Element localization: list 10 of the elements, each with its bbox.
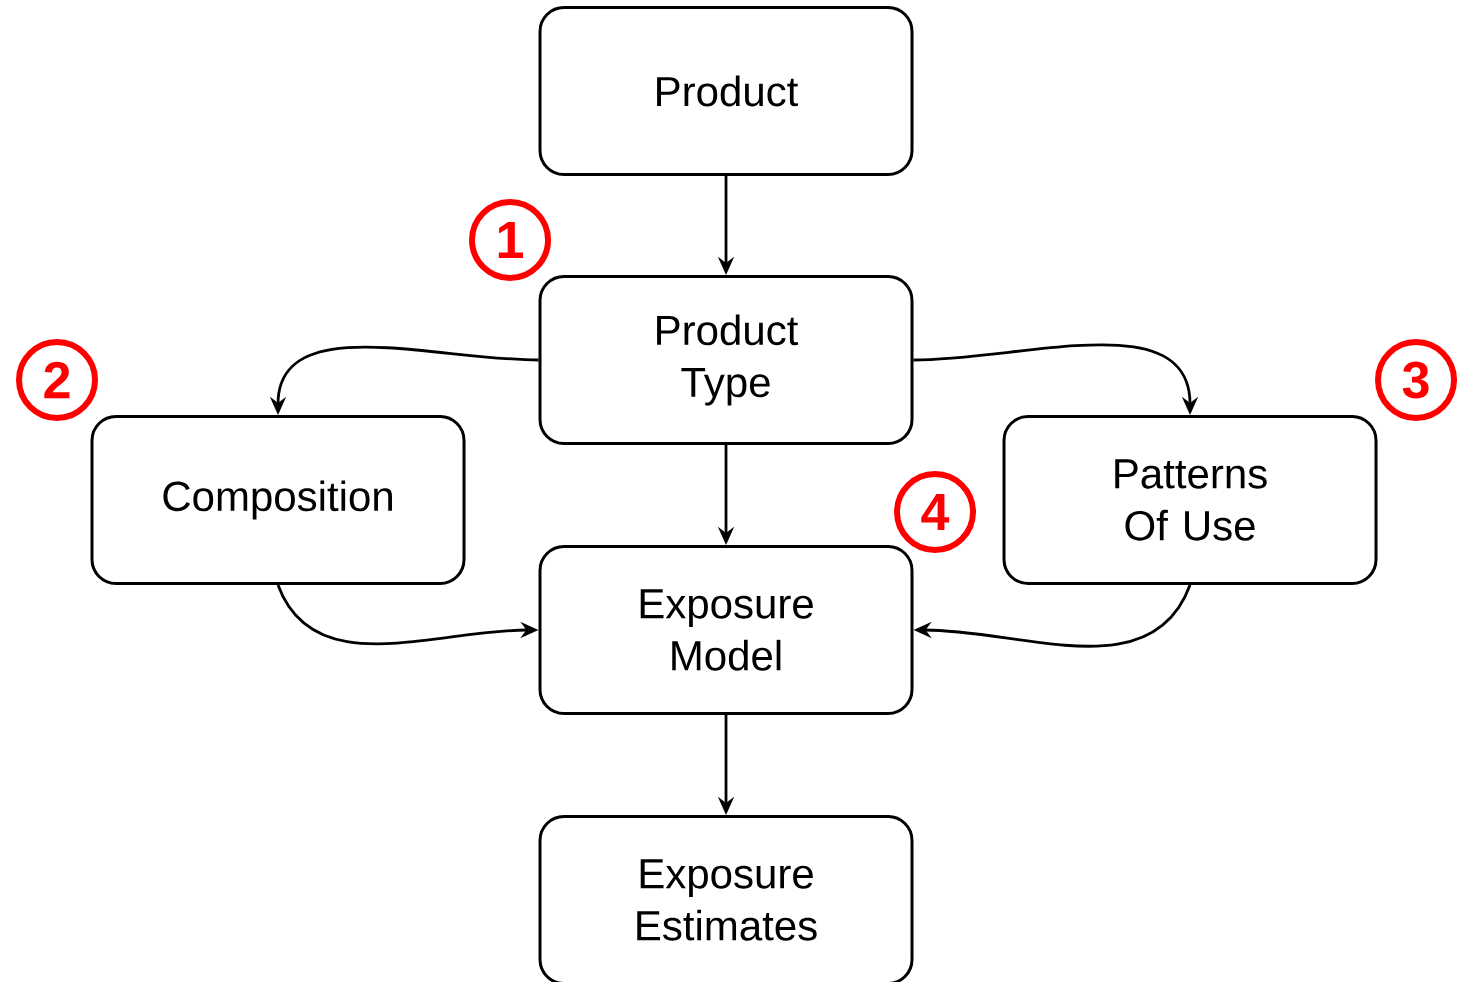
process-box: Composition [90, 415, 466, 585]
process-box: Patterns Of Use [1002, 415, 1378, 585]
callout-number: 4 [894, 471, 976, 553]
process-box: Product Type [538, 275, 914, 445]
process-box: Exposure Model [538, 545, 914, 715]
callout-number: 3 [1375, 339, 1457, 421]
callout-number: 1 [469, 199, 551, 281]
process-box: Exposure Estimates [538, 815, 914, 982]
process-box: Product [538, 6, 914, 176]
callout-number: 2 [16, 339, 98, 421]
